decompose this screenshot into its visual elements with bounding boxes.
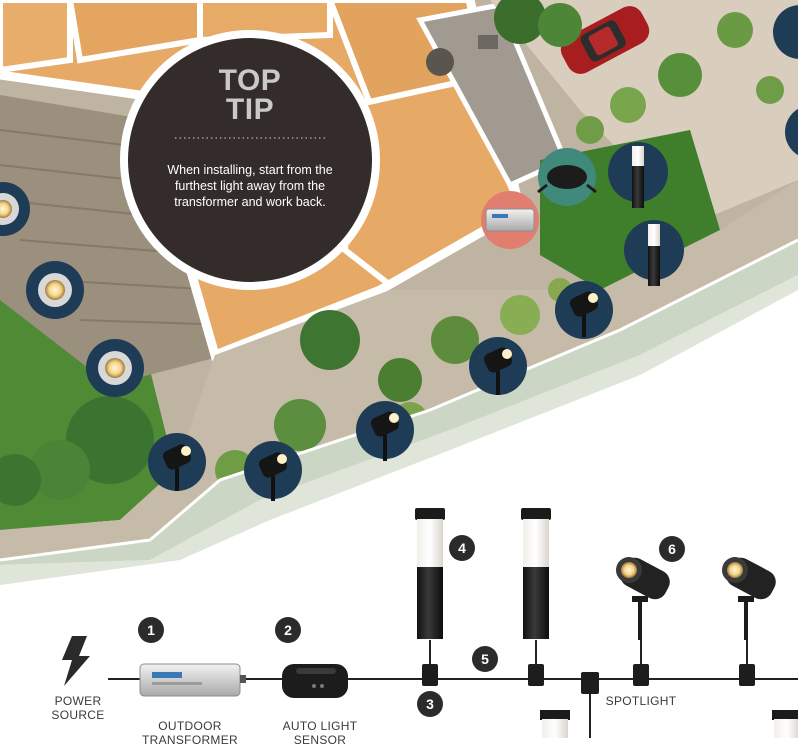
auto-light-sensor-label-line-2: SENSOR <box>293 733 347 747</box>
step-badge-1: 1 <box>138 617 164 643</box>
power-source-label-line-2: SOURCE <box>51 708 105 722</box>
transformer-icon <box>139 663 246 697</box>
light-sensor-icon <box>537 148 597 206</box>
connector <box>422 664 438 686</box>
spotlight-icon <box>721 557 776 640</box>
connector <box>528 664 544 686</box>
step-badge-5: 5 <box>472 646 498 672</box>
step-number: 2 <box>284 622 292 638</box>
room-top <box>197 0 333 44</box>
step-number: 5 <box>481 651 489 667</box>
deck-light-icon <box>540 710 570 738</box>
top-tip-title-line-1: TOP <box>218 64 282 97</box>
connector <box>633 664 649 686</box>
step-badge-3: 3 <box>417 691 443 717</box>
top-tip-callout <box>120 30 380 290</box>
auto-light-sensor-label: AUTO LIGHT SENSOR <box>270 719 370 747</box>
deck-light-icon <box>26 261 84 319</box>
wiring-diagram: 1 2 3 4 5 6 <box>62 508 798 738</box>
step-badge-6: 6 <box>659 536 685 562</box>
step-number: 1 <box>147 622 155 638</box>
bollard-light-icon <box>624 220 684 286</box>
step-number: 6 <box>668 541 676 557</box>
bollard-light-icon <box>415 508 445 639</box>
bollard-light-icon <box>521 508 551 639</box>
power-source-label-line-1: POWER <box>54 694 102 708</box>
top-tip-title: TOP TIP <box>170 64 330 126</box>
connector <box>581 672 599 694</box>
scene-light-markers <box>0 5 798 501</box>
top-tip-title-line-2: TIP <box>225 93 275 126</box>
car-icon <box>560 6 650 74</box>
top-tip-text: When installing, start from the furthest… <box>167 163 333 209</box>
spotlight-icon <box>356 401 414 461</box>
step-number: 4 <box>458 540 466 556</box>
connector <box>739 664 755 686</box>
spotlight-label: SPOTLIGHT <box>605 694 677 708</box>
spotlight-icon <box>148 433 206 491</box>
power-source-label: POWER SOURCE <box>40 694 116 722</box>
outdoor-transformer-label-line-2: TRANSFORMER <box>142 733 238 747</box>
deck-light-icon <box>86 339 144 397</box>
lightning-bolt-icon <box>62 636 90 686</box>
aerial-garden-scene <box>0 0 798 585</box>
spotlight-icon <box>615 557 670 640</box>
step-badge-2: 2 <box>275 617 301 643</box>
spotlight-icon <box>555 281 613 339</box>
deck-light-icon <box>772 710 798 738</box>
spotlight-icon <box>244 441 302 501</box>
room-left <box>0 0 73 74</box>
spotlight-icon <box>469 337 527 395</box>
outdoor-transformer-label: OUTDOOR TRANSFORMER <box>125 719 255 747</box>
outdoor-transformer-label-line-1: OUTDOOR <box>158 719 222 733</box>
light-sensor-icon <box>282 664 348 698</box>
bollard-light-icon <box>608 142 668 208</box>
deck-light-icon <box>0 182 30 236</box>
step-number: 3 <box>426 696 434 712</box>
transformer-icon <box>481 191 539 249</box>
step-badge-4: 4 <box>449 535 475 561</box>
auto-light-sensor-label-line-1: AUTO LIGHT <box>282 719 358 733</box>
